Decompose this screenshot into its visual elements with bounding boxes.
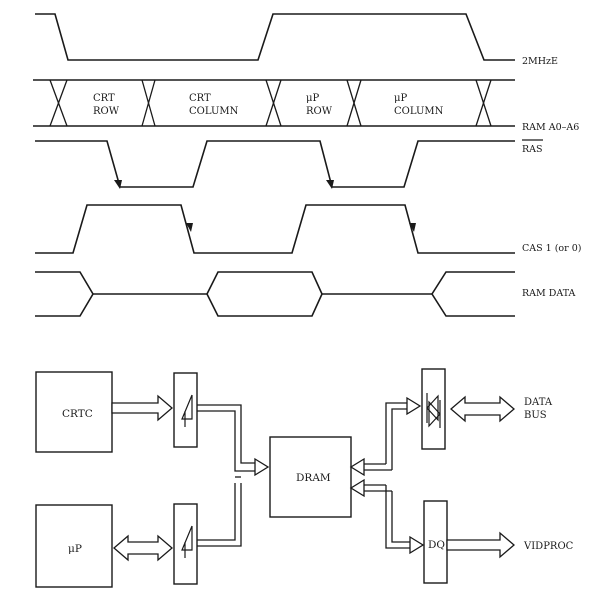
dram-right-bus xyxy=(349,396,425,555)
phase-crt-column-line2: COLUMN xyxy=(189,106,239,117)
dq-to-vidproc-arrow xyxy=(446,531,515,559)
phase-crt-column-line1: CRT xyxy=(189,93,211,104)
ram-data-label: RAM DATA xyxy=(522,288,576,299)
data-bus-transceiver xyxy=(421,368,446,450)
ram-data-waveform xyxy=(35,271,515,317)
cas-waveform xyxy=(35,204,515,254)
address-bus-label: RAM A0–A6 xyxy=(522,122,579,133)
crtc-buffer xyxy=(173,372,198,448)
cas-label: CAS 1 (or 0) xyxy=(522,243,581,254)
crtc-to-buffer-arrow xyxy=(111,394,173,422)
dq-label: DQ xyxy=(428,539,445,551)
phase-up-column-line2: COLUMN xyxy=(394,106,444,117)
dram-label: DRAM xyxy=(296,472,331,484)
crtc-label: CRTC xyxy=(62,408,93,420)
address-bus-waveform xyxy=(33,79,515,127)
clock-label: 2MHzE xyxy=(522,56,558,67)
ras-waveform xyxy=(35,140,515,189)
data-bus-label-line1: DATA xyxy=(524,397,553,408)
phase-up-row-line2: ROW xyxy=(306,106,333,117)
data-bus-bidirectional-arrow xyxy=(450,395,515,423)
up-buffer-bidirectional-arrow xyxy=(113,534,173,562)
phase-up-column-line1: μP xyxy=(394,93,407,104)
buffer-to-dram-bus xyxy=(197,404,270,547)
up-label: μP xyxy=(68,543,82,555)
phase-crt-row-line2: ROW xyxy=(93,106,120,117)
dram-block xyxy=(269,436,352,518)
phase-up-row-line1: μP xyxy=(306,93,319,104)
clock-waveform xyxy=(35,13,515,61)
ras-label: RAS xyxy=(522,144,543,155)
up-block xyxy=(35,504,113,588)
up-buffer xyxy=(173,503,198,585)
data-bus-label-line2: BUS xyxy=(524,410,547,421)
crtc-block xyxy=(35,371,113,453)
vidproc-label: VIDPROC xyxy=(523,541,574,552)
phase-crt-row-line1: CRT xyxy=(93,93,115,104)
